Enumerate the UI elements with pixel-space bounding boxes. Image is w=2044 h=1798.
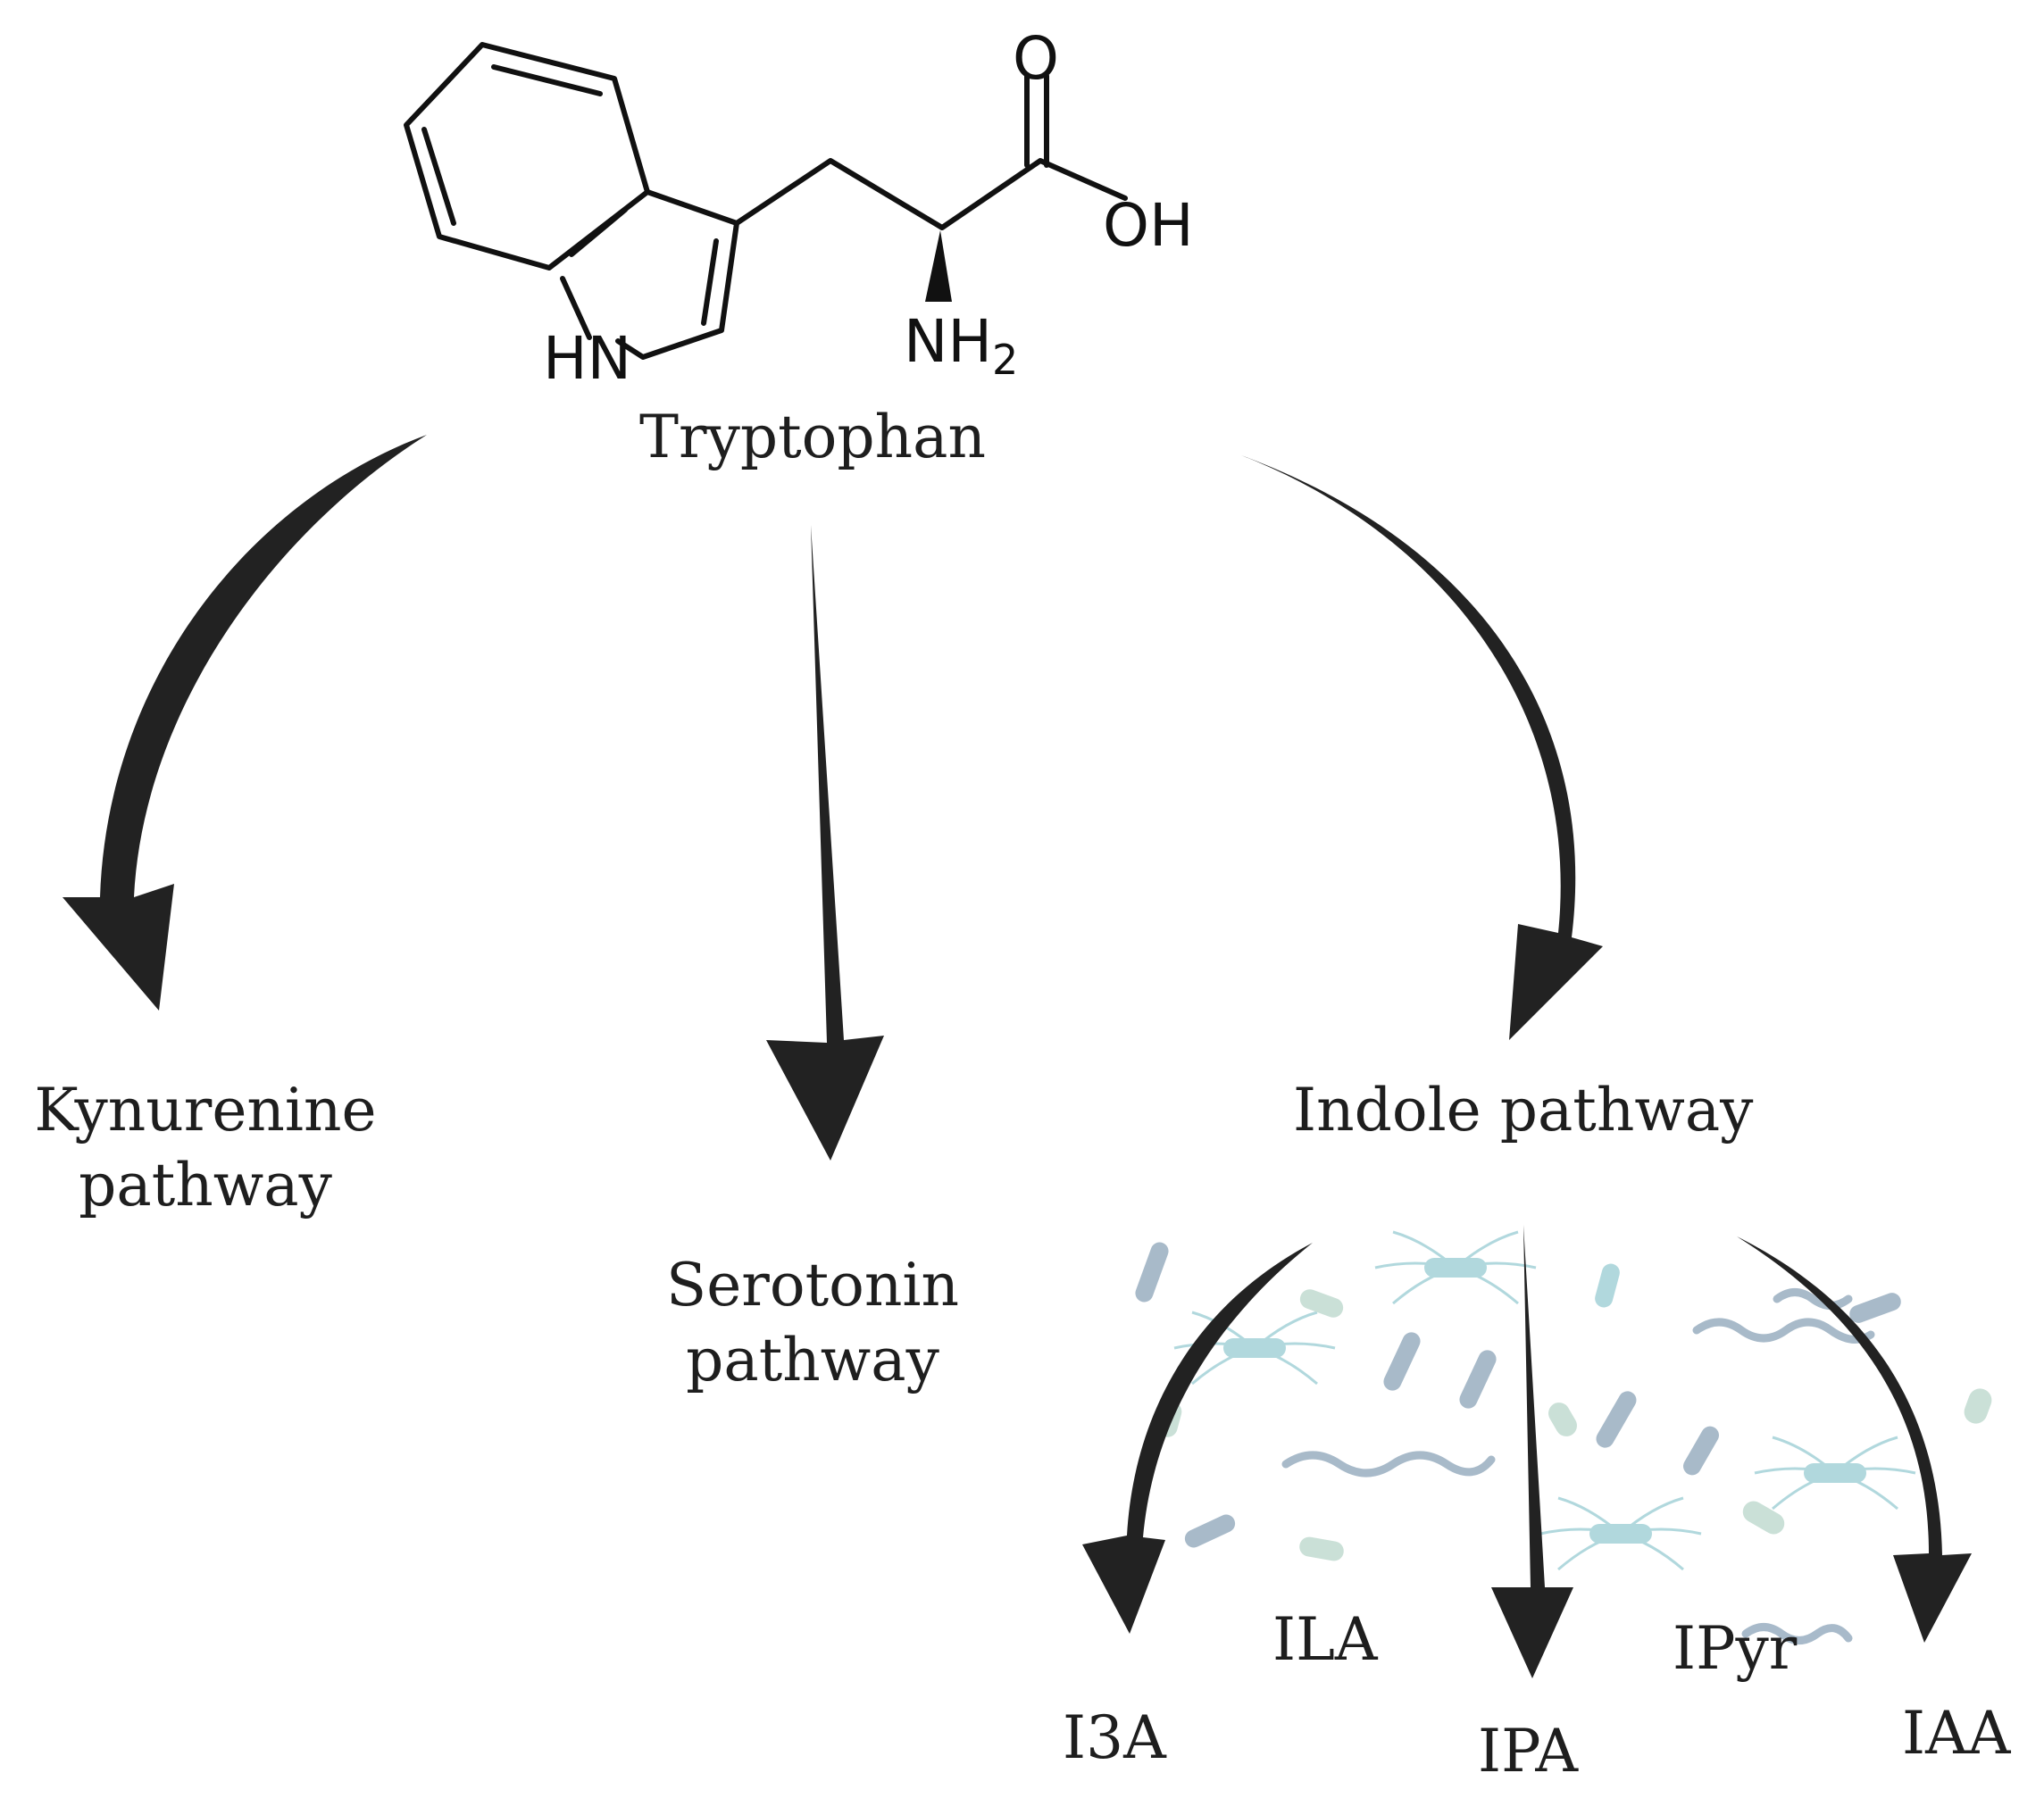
serotonin-line-1: Serotonin	[666, 1251, 959, 1319]
bacterium-spiral	[1281, 1451, 1496, 1478]
arrows-layer	[63, 435, 1972, 1678]
hydroxyl-group: OH	[1103, 191, 1194, 260]
oxygen-atom: O	[1013, 24, 1059, 93]
kynurenine-pathway-label: Kynurenine pathway	[9, 1073, 402, 1223]
kynurenine-line-1: Kynurenine	[34, 1076, 377, 1145]
bacterium-rod	[1589, 1524, 1652, 1544]
metabolite-ila: ILA	[1272, 1605, 1378, 1674]
bacterium-rod	[1135, 1242, 1169, 1303]
bacterium-rod	[1596, 1391, 1637, 1448]
metabolite-iaa: IAA	[1902, 1699, 2011, 1768]
benzene-ring	[404, 42, 650, 271]
tryptophan-label: Tryptophan	[639, 403, 986, 471]
bacterium-rod	[1299, 1289, 1344, 1318]
bacterium-rod	[1184, 1514, 1236, 1548]
serotonin-line-2: pathway	[686, 1326, 939, 1394]
bacterium-spiral	[1773, 1288, 1853, 1310]
amine-subscript: 2	[992, 336, 1018, 384]
bacterium-rod	[1804, 1463, 1866, 1483]
amine-group: NH2	[904, 307, 1018, 384]
bacterium-rod	[1459, 1350, 1497, 1409]
indole-pathway-label: Indole pathway	[1293, 1076, 1754, 1145]
arrow-serotonin	[766, 525, 884, 1161]
bacterium-rod	[1299, 1536, 1344, 1561]
bacterium-rod	[1683, 1426, 1719, 1476]
indole-nh-atom: HN	[543, 324, 631, 393]
bacterium-rod	[1742, 1501, 1785, 1535]
amine-n-label: NH	[904, 307, 992, 376]
tryptophan-structure	[404, 42, 1128, 360]
pyrrole-ring	[615, 189, 739, 360]
arrow-iaa	[1737, 1236, 1972, 1643]
bacterium-spiral	[1692, 1318, 1875, 1344]
wedge-bond	[925, 230, 952, 302]
side-chain	[734, 158, 1128, 230]
metabolite-i3a: I3A	[1063, 1703, 1166, 1772]
metabolite-ipa: IPA	[1478, 1717, 1579, 1786]
arrow-ipa	[1491, 1225, 1573, 1678]
bacterium-rod	[1223, 1338, 1286, 1358]
bacterium-spiral	[1741, 1623, 1853, 1644]
arrow-kynurenine	[63, 435, 427, 1011]
bacterium-rod	[1595, 1263, 1620, 1308]
arrow-indole	[1241, 455, 1603, 1040]
bacterium-rod	[1964, 1388, 1992, 1424]
arrow-i3a	[1082, 1243, 1313, 1634]
metabolite-ipyr: IPyr	[1673, 1614, 1798, 1683]
bacterium-rod	[1849, 1293, 1901, 1323]
bacterium-rod	[1424, 1258, 1487, 1278]
serotonin-pathway-label: Serotonin pathway	[616, 1248, 1009, 1398]
bacterium-rod	[1383, 1332, 1421, 1391]
bacteria-cluster-icon	[1135, 1230, 1992, 1644]
bacterium-rod	[1548, 1403, 1577, 1436]
kynurenine-line-2: pathway	[79, 1151, 332, 1219]
